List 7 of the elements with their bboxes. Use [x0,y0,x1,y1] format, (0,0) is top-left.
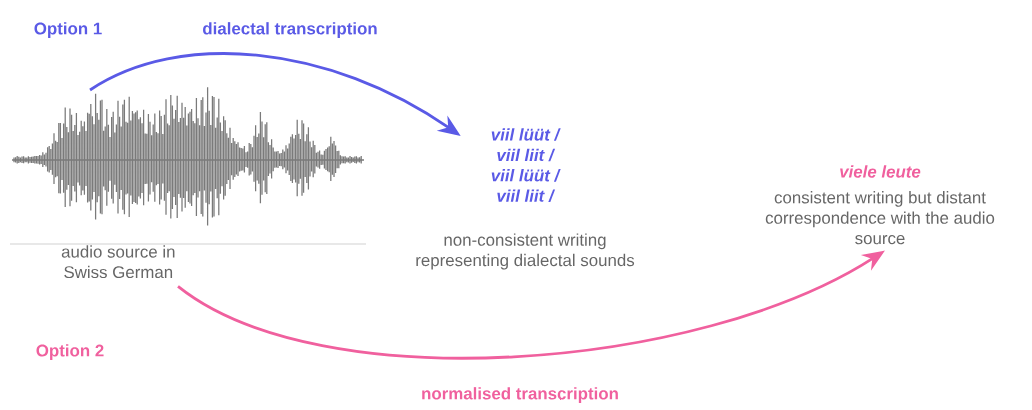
edge-label: normalised transcription [419,385,621,405]
transcription-text: viil lüüt / viil liit / viil lüüt / viil liit / non-consistent writing representing dialectal sounds [416,128,635,270]
audio-source-caption: audio source in Swiss German [61,245,175,279]
option-label: Option 2 [36,344,104,360]
transcription-text: viele leute consistent writing but distant correspondence with the audio source [765,165,995,245]
option-label: Option 1 [34,22,102,38]
edge-label: dialectal transcription [200,20,380,40]
